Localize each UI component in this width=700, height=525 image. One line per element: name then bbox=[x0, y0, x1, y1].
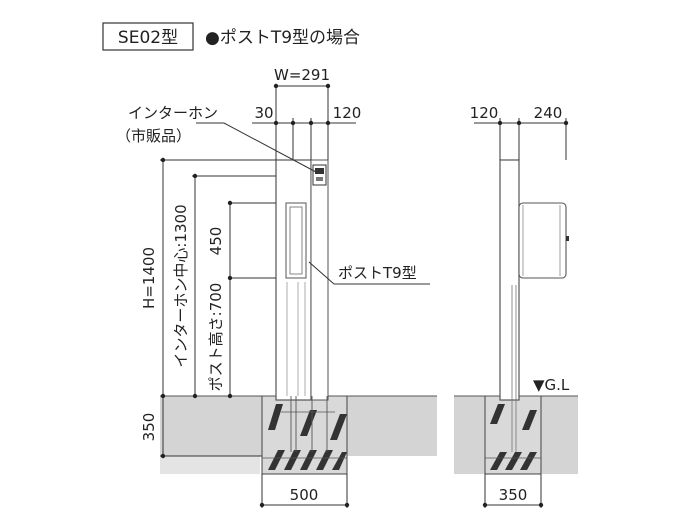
front-post-body bbox=[275, 159, 312, 401]
front-post-side bbox=[310, 159, 329, 401]
depth-label: 350 bbox=[140, 413, 158, 442]
ground-lower-band bbox=[160, 456, 260, 474]
height-label: H=1400 bbox=[140, 247, 158, 309]
mailbox-label: ポストT9型 bbox=[338, 264, 417, 282]
front-foundation-hatch bbox=[268, 404, 347, 470]
front-vertical-ticks bbox=[160, 157, 233, 459]
mailbox-leader bbox=[308, 261, 430, 285]
side-foundation-width-label: 350 bbox=[499, 486, 528, 504]
intercom-center-label: インターホン中心:1300 bbox=[172, 204, 190, 367]
side-dimension-ticks bbox=[497, 120, 569, 126]
intercom-grille bbox=[316, 177, 323, 181]
opening-label: 450 bbox=[207, 227, 225, 256]
front-bottom-ticks bbox=[259, 502, 350, 508]
side-mailbox bbox=[518, 202, 567, 279]
model-label-box bbox=[102, 22, 194, 51]
intercom-panel bbox=[315, 168, 324, 174]
front-foundation-width-label: 500 bbox=[290, 486, 319, 504]
left-offset-label: 30 bbox=[254, 104, 273, 122]
right-offset-label: 120 bbox=[333, 104, 362, 122]
side-mailbox-knob bbox=[566, 236, 569, 241]
width-label: W=291 bbox=[274, 66, 330, 84]
side-foundation-hatch bbox=[490, 404, 537, 470]
front-top-dimension bbox=[252, 85, 356, 160]
model-label: SE02型 bbox=[118, 28, 178, 48]
post-height-label: ポスト高さ:700 bbox=[207, 283, 225, 392]
side-left-dim-label: 120 bbox=[470, 104, 499, 122]
intercom-note: （市販品） bbox=[116, 127, 191, 145]
ground-level-label: ▼G.L bbox=[533, 376, 570, 394]
intercom-label: インターホン bbox=[128, 104, 218, 122]
side-post-body bbox=[499, 159, 520, 401]
side-bottom-dimension bbox=[484, 474, 542, 508]
front-vertical-dimensions bbox=[160, 159, 276, 457]
front-bottom-dimension bbox=[261, 474, 348, 508]
side-bottom-ticks bbox=[482, 502, 544, 508]
variant-label: ●ポストT9型の場合 bbox=[205, 28, 360, 48]
mailbox-slot bbox=[289, 206, 303, 275]
intercom-leader bbox=[196, 122, 317, 173]
front-dimension-ticks bbox=[273, 83, 331, 126]
side-right-dim-label: 240 bbox=[534, 104, 563, 122]
